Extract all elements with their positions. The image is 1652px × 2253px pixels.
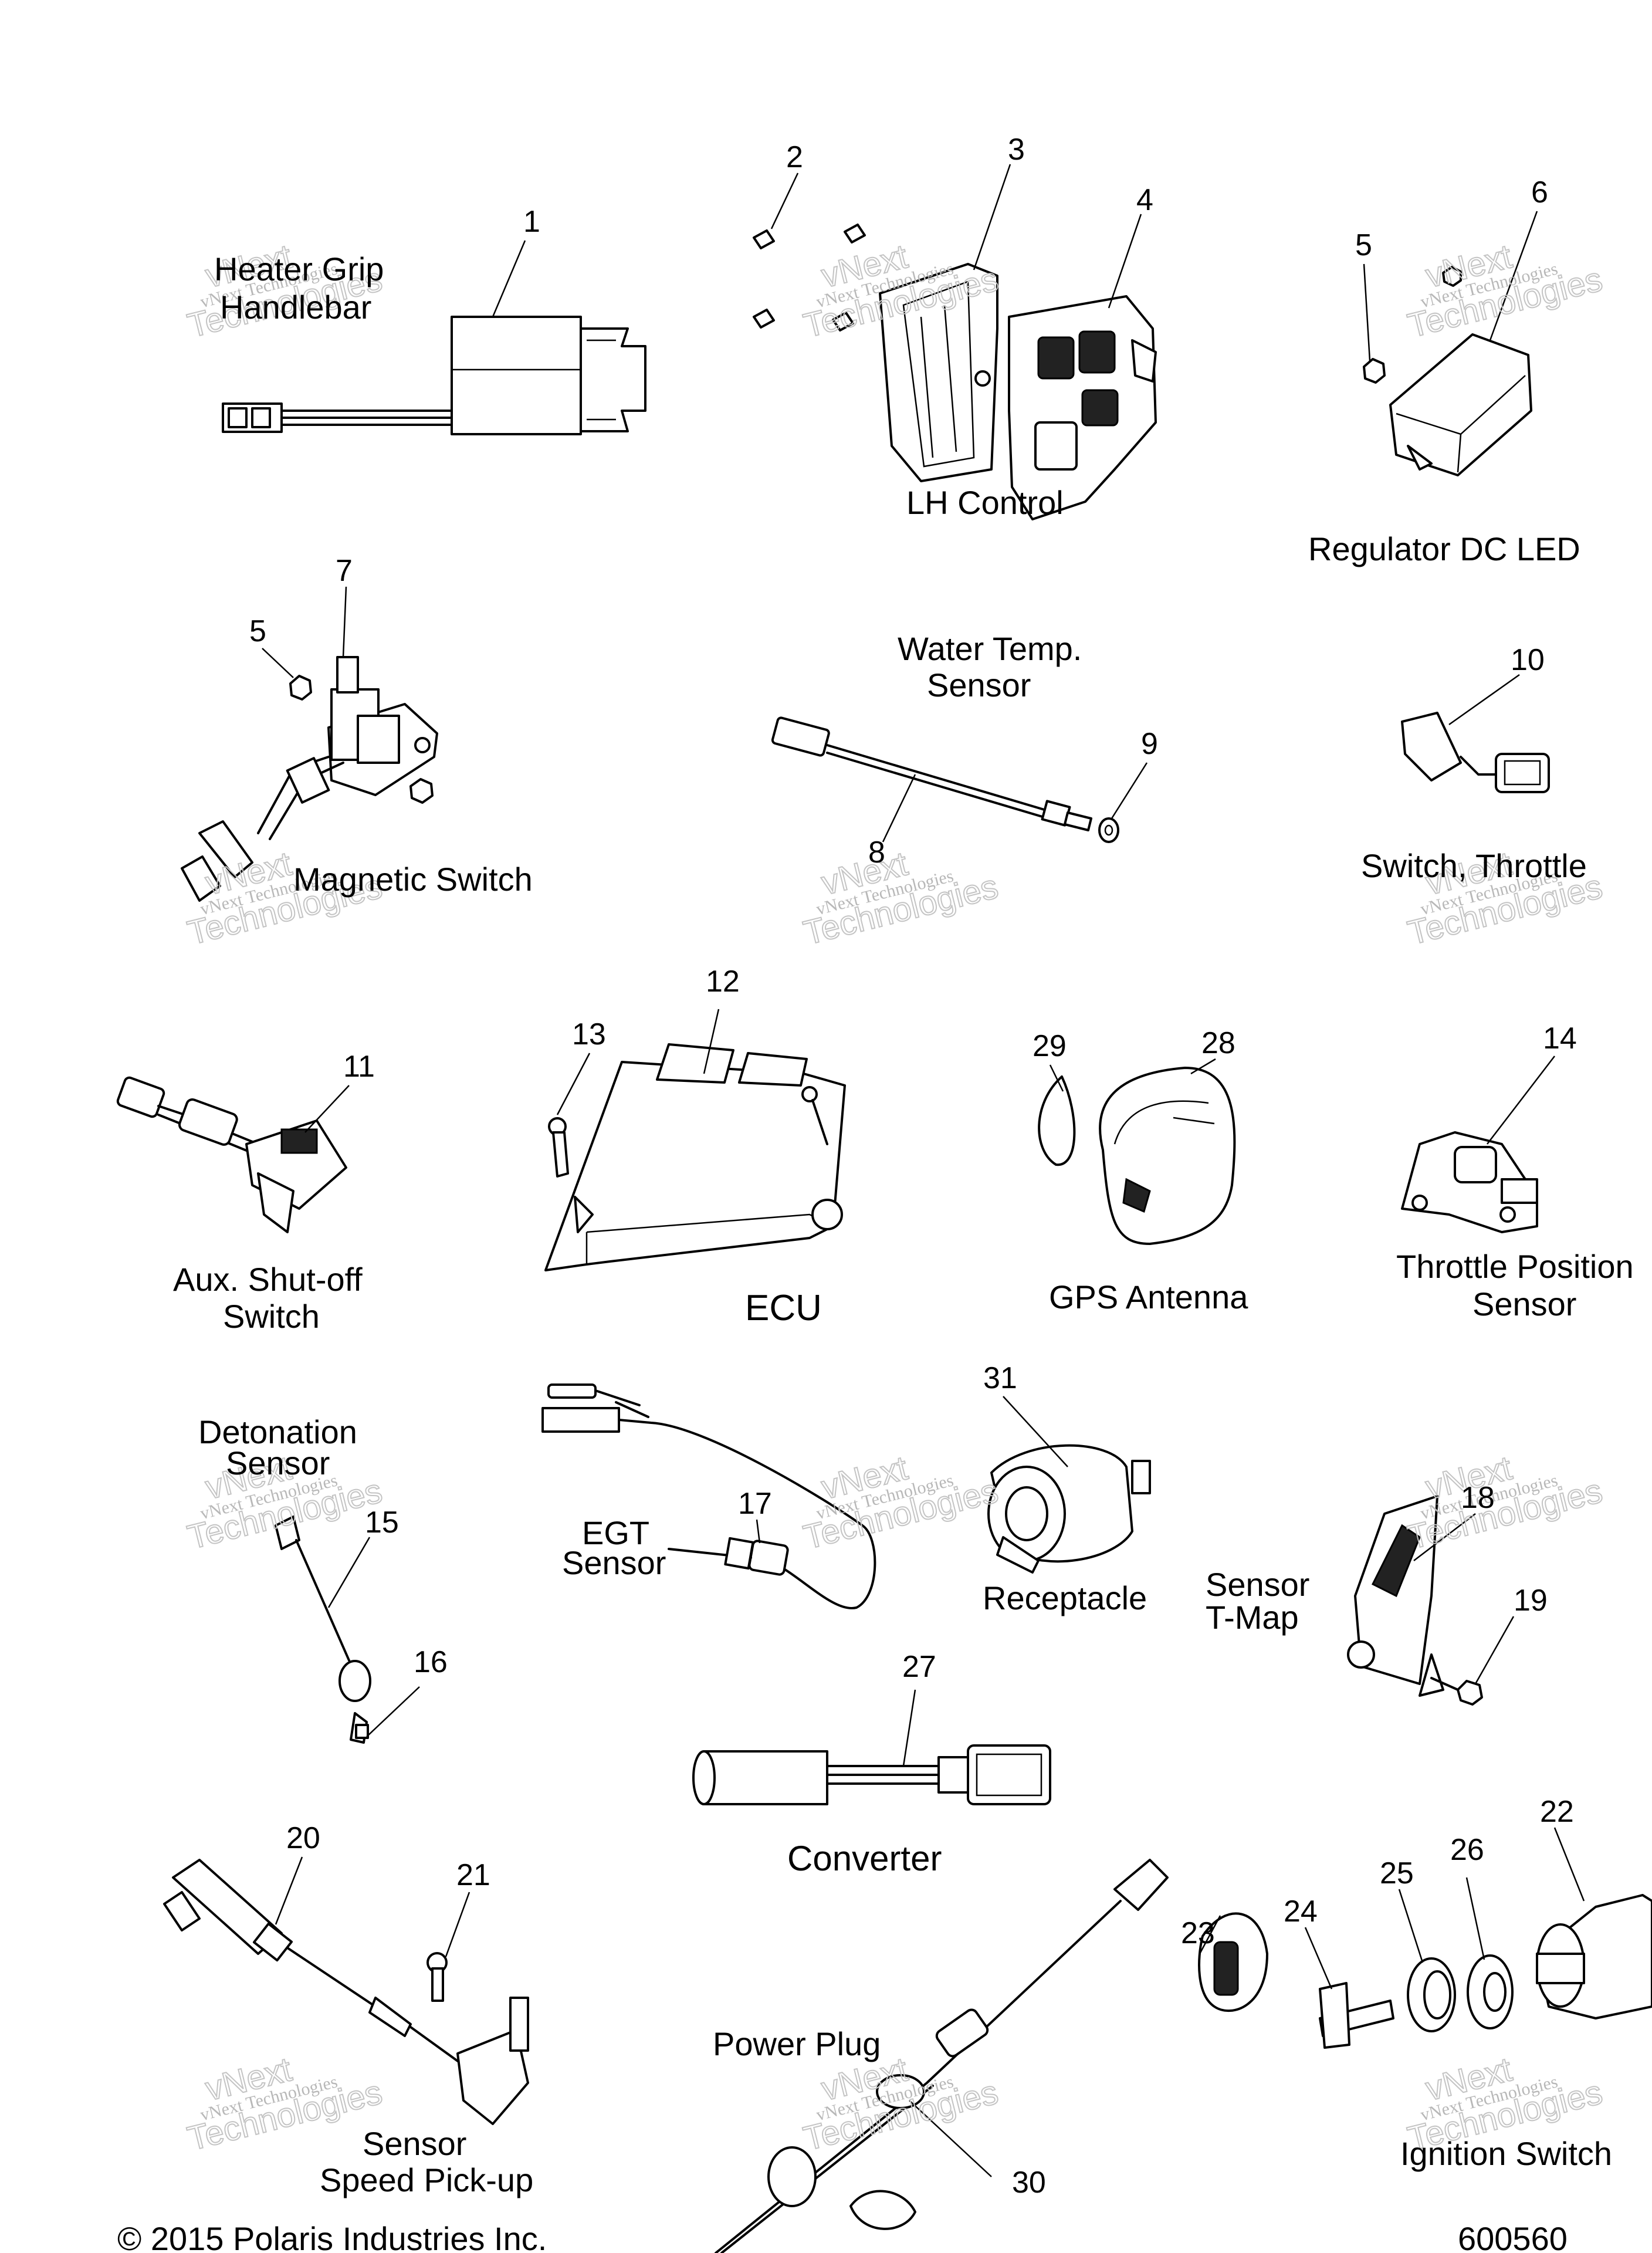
label-tmap-1: Sensor [1206,1566,1309,1603]
label-aux-shutoff-2: Switch [223,1298,320,1335]
converter-drawing [692,1744,1051,1805]
label-power-plug: Power Plug [713,2025,881,2062]
callout-27: 27 [902,1650,936,1684]
ecu-drawing [544,1043,846,1271]
callout-1: 1 [523,205,540,239]
callout-26: 26 [1450,1833,1484,1867]
label-regulator: Regulator DC LED [1308,530,1580,567]
callout-19: 19 [1514,1584,1548,1618]
heater-grip-harness-drawing [222,316,646,435]
switch-throttle-drawing [1401,712,1550,793]
callout-20: 20 [286,1821,320,1855]
callout-24: 24 [1284,1895,1318,1929]
label-egt-1: EGT [582,1514,649,1551]
label-magnetic-switch: Magnetic Switch [293,861,533,898]
callout-10: 10 [1511,643,1545,677]
label-receptacle: Receptacle [983,1579,1147,1616]
callout-29: 29 [1032,1029,1067,1063]
callout-21: 21 [456,1858,490,1892]
aux-shutoff-switch-drawing [116,1076,347,1233]
callout-5: 5 [1355,228,1372,262]
label-lh-control: LH Control [906,484,1064,521]
detonation-sensor-drawing [275,1515,371,1744]
callout-3: 3 [1008,133,1025,167]
label-detonation-1: Detonation [198,1413,357,1450]
watermark: vNext vNext Technologies Technologies [1403,1448,1606,1557]
label-switch-throttle: Switch, Throttle [1361,847,1587,884]
figure-number: 600560 [1458,2220,1568,2253]
label-heater-grip-2: Handlebar [220,289,371,326]
callout-22: 22 [1540,1795,1574,1829]
footer: © 2015 Polaris Industries Inc. 600560 [117,2220,1568,2253]
ignition-switch-drawing [1198,1894,1652,2049]
callout-18: 18 [1461,1481,1495,1515]
callout-5b: 5 [249,614,266,648]
power-plug-drawing [715,1859,1169,2253]
label-heater-grip-1: Heater Grip [214,251,384,287]
regulator-drawing [1363,266,1532,476]
label-speed-pickup-1: Sensor [363,2125,466,2162]
water-temp-sensor-drawing [771,716,1119,843]
label-water-temp-2: Sensor [927,667,1031,703]
callout-7: 7 [336,554,353,588]
label-water-temp-1: Water Temp. [898,630,1082,667]
callout-25: 25 [1380,1856,1414,1890]
label-converter: Converter [787,1839,942,1878]
speed-pickup-drawing [163,1859,529,2125]
callout-17: 17 [738,1487,772,1521]
label-detonation-2: Sensor [226,1445,330,1481]
copyright-text: © 2015 Polaris Industries Inc. [117,2220,547,2253]
label-speed-pickup-2: Speed Pick-up [320,2161,533,2198]
tmap-sensor-drawing [1347,1495,1483,1706]
leader-lines [262,164,1585,2177]
watermark: vNext vNext Technologies Technologies [799,1448,1002,1557]
label-ignition: Ignition Switch [1400,2135,1612,2172]
callout-14: 14 [1543,1021,1577,1056]
label-throttle-position-2: Sensor [1472,1286,1576,1322]
callout-31: 31 [983,1361,1017,1395]
callout-8: 8 [868,835,885,870]
callout-2: 2 [786,140,803,174]
watermark: vNext vNext Technologies Technologies [183,2049,386,2159]
callout-16: 16 [414,1645,448,1679]
watermark: vNext vNext Technologies Technologies [1403,844,1606,953]
label-aux-shutoff-1: Aux. Shut-off [173,1261,363,1298]
label-ecu: ECU [745,1288,822,1328]
screws-drawing [753,224,866,331]
label-gps-antenna: GPS Antenna [1049,1278,1248,1315]
label-throttle-position-1: Throttle Position [1396,1248,1634,1285]
throttle-position-sensor-drawing [1401,1131,1538,1233]
magnetic-switch-drawing [181,656,438,902]
callout-9: 9 [1141,727,1158,761]
callout-28: 28 [1201,1026,1235,1060]
callout-numbers: 1 2 3 4 5 6 5 7 8 9 10 11 12 13 28 29 14… [249,133,1577,2200]
callout-12: 12 [706,965,740,999]
receptacle-drawing [987,1444,1151,1574]
label-tmap-2: T-Map [1206,1599,1299,1636]
gps-antenna-drawing [1038,1067,1236,1245]
group-labels: Heater Grip Handlebar LH Control Regulat… [173,251,1634,2198]
callout-4: 4 [1136,183,1153,217]
watermark: vNext vNext Technologies Technologies [1403,236,1606,346]
callout-15: 15 [365,1506,399,1540]
callout-13: 13 [572,1017,606,1051]
callout-23: 23 [1181,1916,1215,1950]
callout-11: 11 [343,1050,375,1084]
callout-6: 6 [1531,175,1548,209]
lh-control-drawing [879,263,1157,520]
egt-sensor-drawing [541,1383,876,1609]
label-egt-2: Sensor [562,1544,666,1581]
callout-30: 30 [1012,2166,1046,2200]
watermark: vNext vNext Technologies Technologies [799,844,1002,953]
